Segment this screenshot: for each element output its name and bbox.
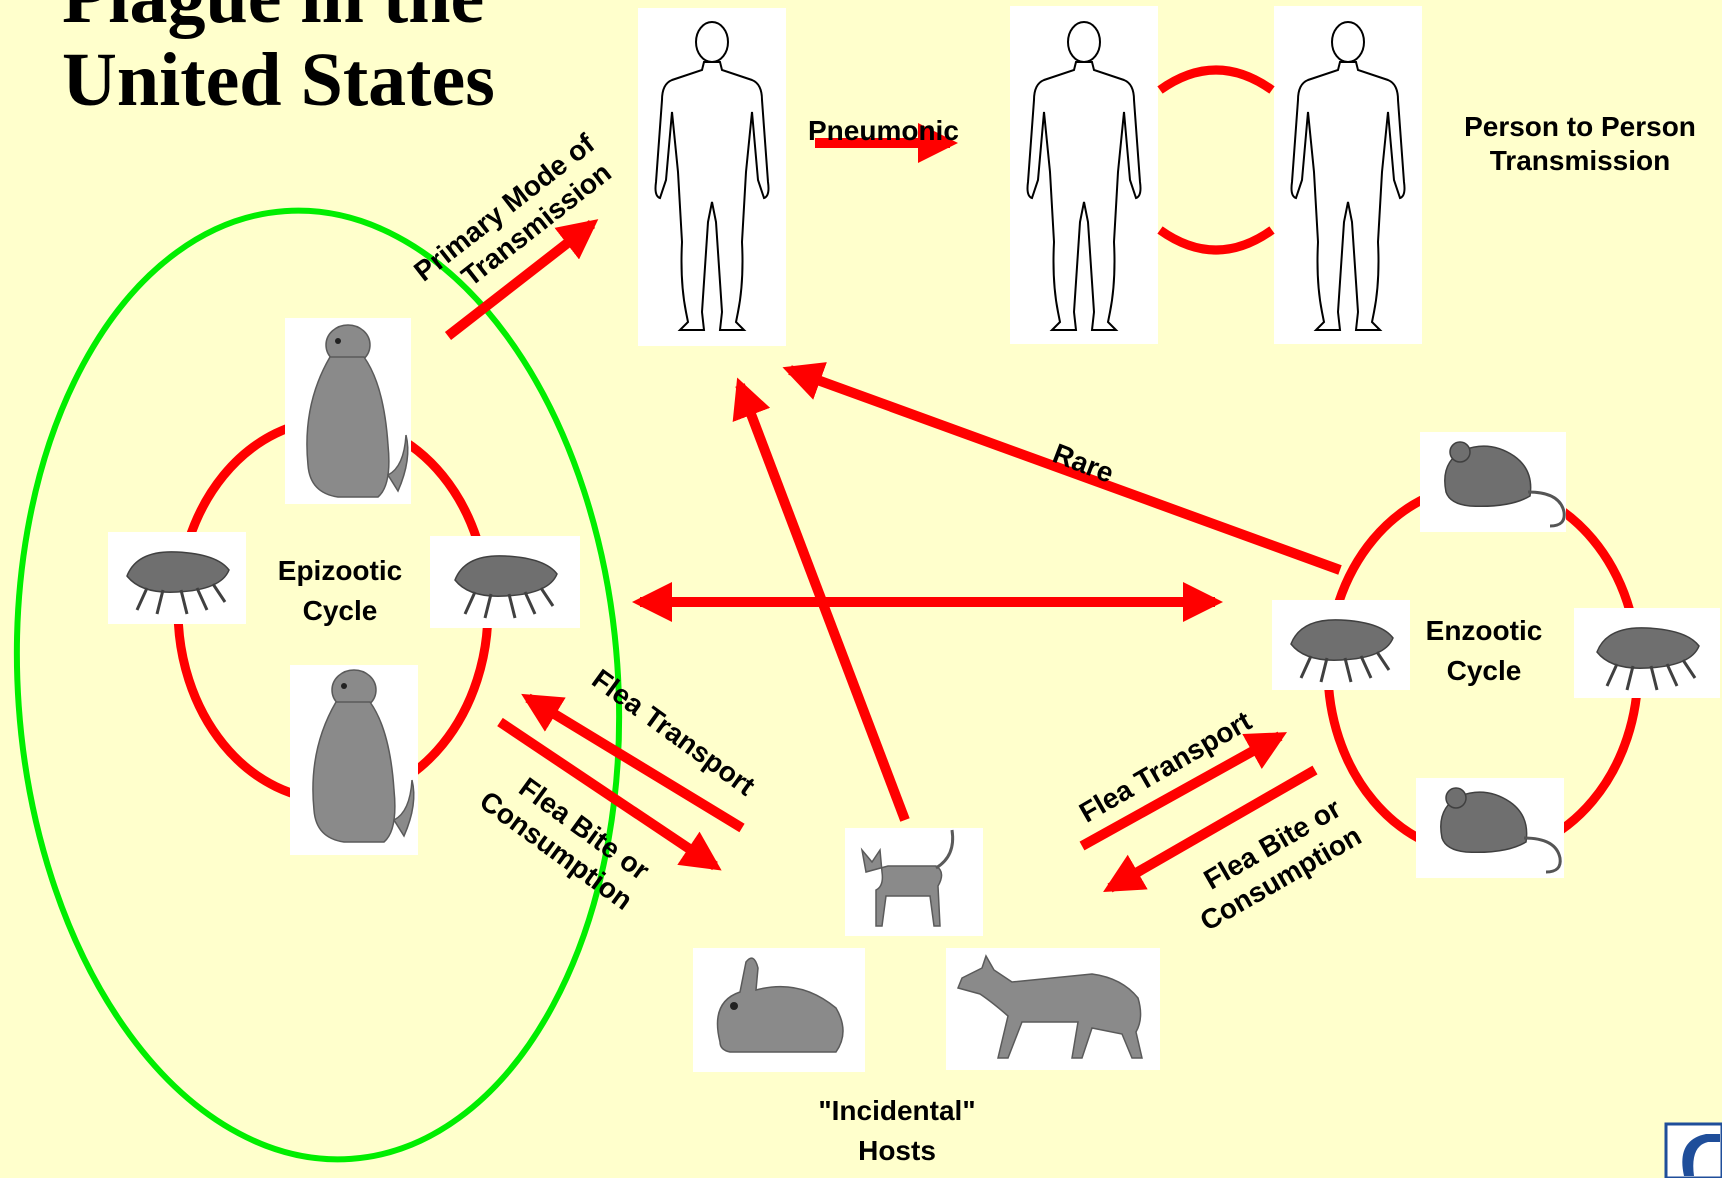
person-to-person-loop [1160, 70, 1272, 250]
cdc-logo-icon [1666, 1124, 1722, 1178]
flea-bite-right-label: Flea Bite or Consumption [1178, 790, 1367, 937]
enzootic-label-1: Enzootic [1426, 615, 1543, 646]
epizootic-prairie-dog-top [285, 318, 411, 504]
epizootic-flea-left [108, 532, 246, 624]
title-line-1: Plague in the [62, 0, 484, 39]
epizootic-label-2: Cycle [303, 595, 378, 626]
incidental-cat [845, 828, 983, 936]
human-panel-3 [1274, 6, 1422, 344]
pneumonic-label: Pneumonic [808, 115, 959, 146]
incidental-label-1: "Incidental" [818, 1095, 975, 1126]
incidental-rabbit [693, 948, 865, 1072]
human-panel-2 [1010, 6, 1158, 344]
flea-bite-left-label: Flea Bite or Consumption [474, 757, 658, 916]
human-panel-1 [638, 8, 786, 346]
enzootic-flea-right [1574, 608, 1720, 698]
enzootic-mouse-bottom [1416, 778, 1564, 878]
enzootic-mouse-top [1420, 432, 1566, 532]
incidental-label-2: Hosts [858, 1135, 936, 1166]
title-line-2: United States [62, 38, 495, 122]
epizootic-flea-right [430, 536, 580, 628]
incidental-coyote [946, 948, 1160, 1070]
person-to-person-label-2: Transmission [1490, 145, 1671, 176]
enzootic-flea-left [1272, 600, 1410, 690]
person-to-person-label-1: Person to Person [1464, 111, 1696, 142]
epizootic-label-1: Epizootic [278, 555, 402, 586]
enzootic-label-2: Cycle [1447, 655, 1522, 686]
epizootic-prairie-dog-bottom [290, 665, 418, 855]
